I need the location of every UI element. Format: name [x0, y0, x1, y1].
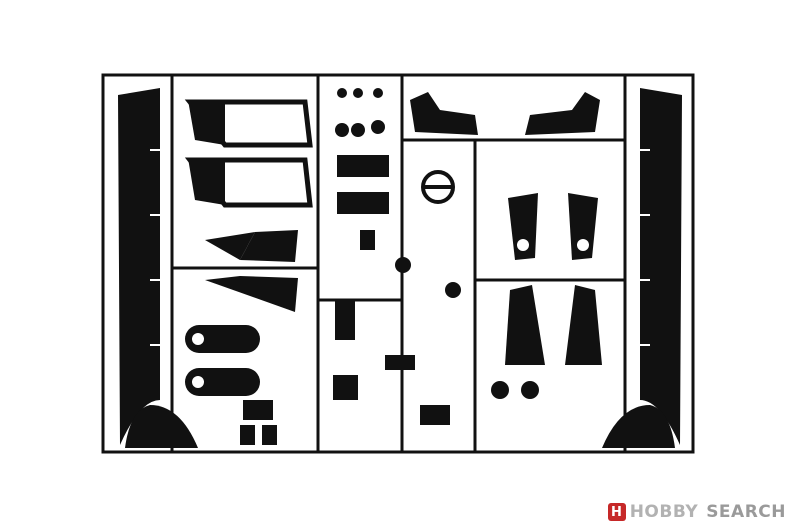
bracket-parts	[185, 325, 260, 396]
misc-parts	[240, 257, 539, 445]
steering-wheel	[421, 170, 455, 204]
watermark-brand-part1: HOBBY	[629, 502, 699, 522]
left-side-panel	[118, 88, 198, 448]
small-wheels	[335, 88, 385, 137]
watermark-brand-part2: SEARCH	[706, 502, 786, 522]
sprue-frame	[101, 73, 695, 454]
engine-blocks	[333, 155, 450, 425]
triangle-parts	[205, 230, 298, 312]
hobby-search-logo-icon: H	[607, 503, 626, 521]
fender-parts	[410, 92, 600, 135]
hobby-search-watermark: H HOBBY SEARCH	[607, 502, 786, 522]
right-side-panel	[602, 88, 682, 448]
tapered-parts	[505, 193, 602, 365]
